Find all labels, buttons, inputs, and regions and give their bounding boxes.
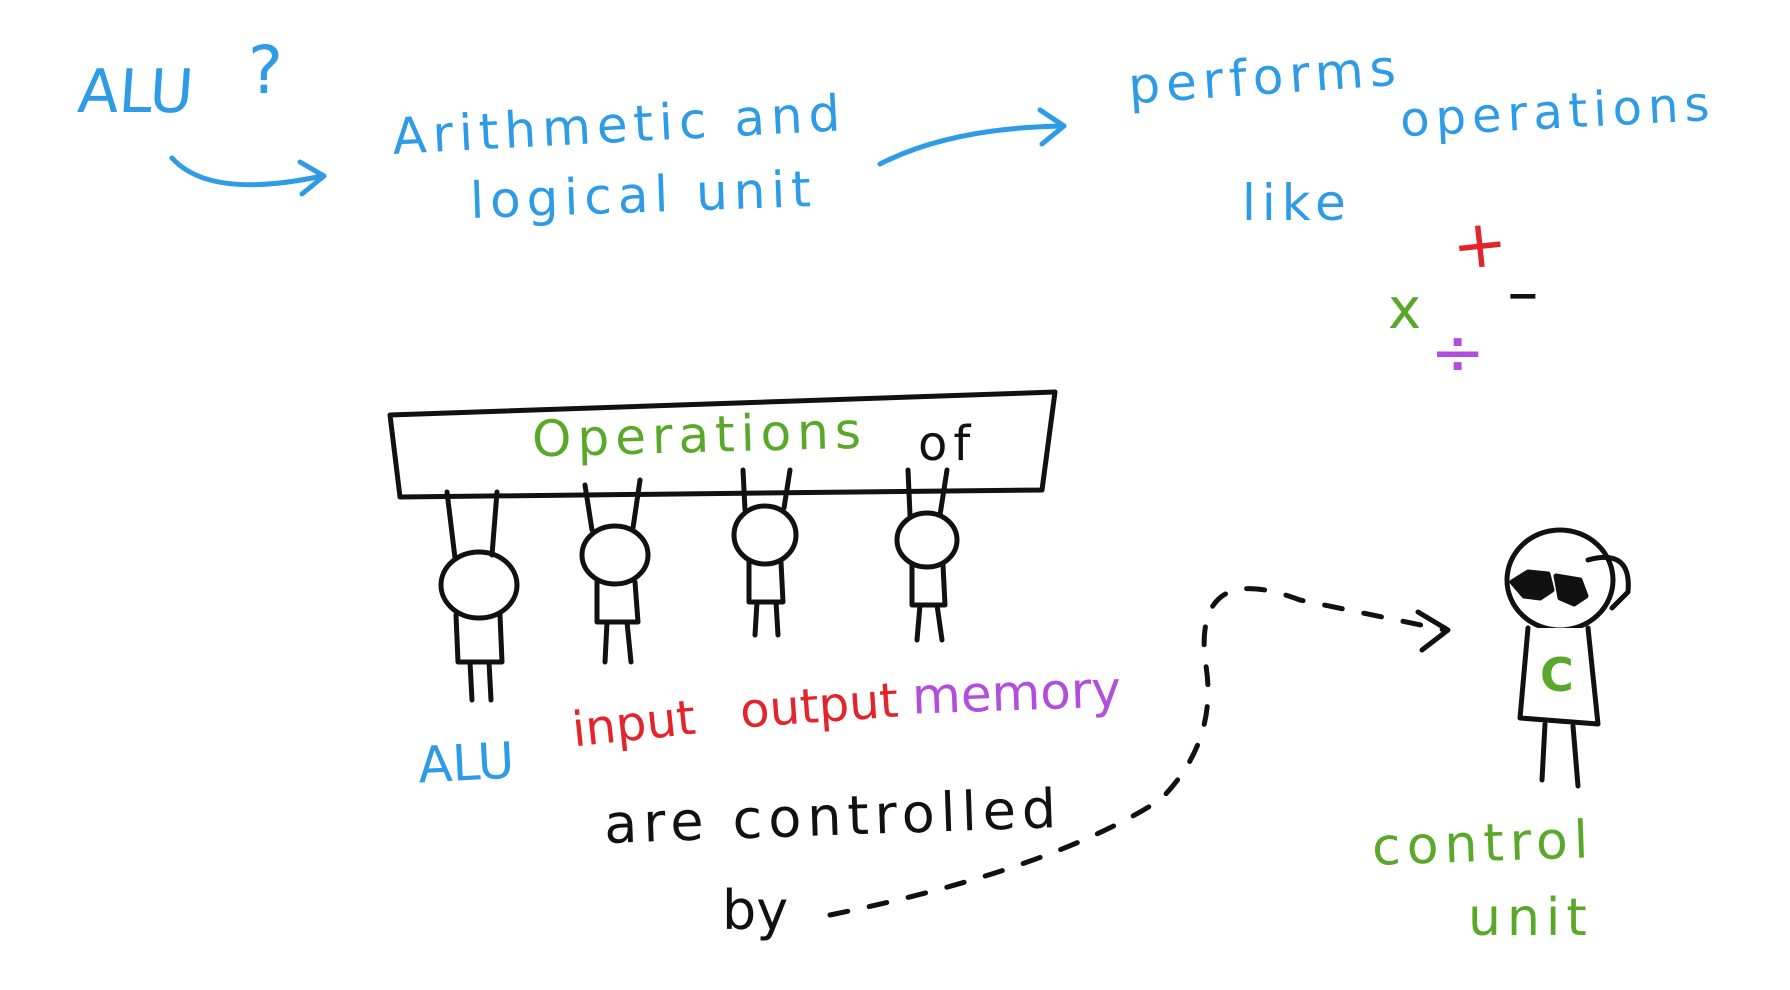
times-symbol: x: [1388, 277, 1422, 342]
figure-memory: [894, 467, 960, 643]
figure-alu: [438, 489, 520, 703]
figure-input: [579, 477, 651, 665]
component-input-label: input: [569, 689, 699, 759]
component-memory-label: memory: [911, 660, 1122, 726]
are-controlled-text: are controlled: [603, 777, 1064, 856]
banner-board: [387, 389, 1058, 500]
arrow-definition-to-performs: [877, 107, 1067, 167]
control-unit-figure: [1504, 527, 1631, 789]
arrow-alu-to-definition: [169, 155, 327, 197]
definition-line-2: logical unit: [469, 159, 818, 231]
minus-symbol: −: [1506, 273, 1540, 319]
stick-figures: [438, 467, 960, 703]
banner-operations-text: Operations: [531, 401, 868, 469]
figure-output: [731, 467, 799, 638]
unit-label: unit: [1468, 888, 1593, 948]
plus-symbol: +: [1448, 203, 1512, 286]
control-label: control: [1371, 810, 1596, 878]
component-alu-label: ALU: [416, 731, 516, 795]
banner-of-text: of: [918, 416, 977, 472]
shirt-letter-c: C: [1540, 648, 1574, 702]
like-word: like: [1242, 174, 1352, 232]
question-mark: ?: [248, 32, 284, 109]
alu-question-label: ALU: [75, 57, 196, 127]
divide-symbol: ÷: [1430, 314, 1486, 391]
dashed-arrow-by-to-control-unit: [827, 586, 1451, 918]
component-output-label: output: [738, 672, 901, 740]
sunglasses-icon: [1509, 569, 1589, 607]
by-text: by: [722, 879, 789, 942]
